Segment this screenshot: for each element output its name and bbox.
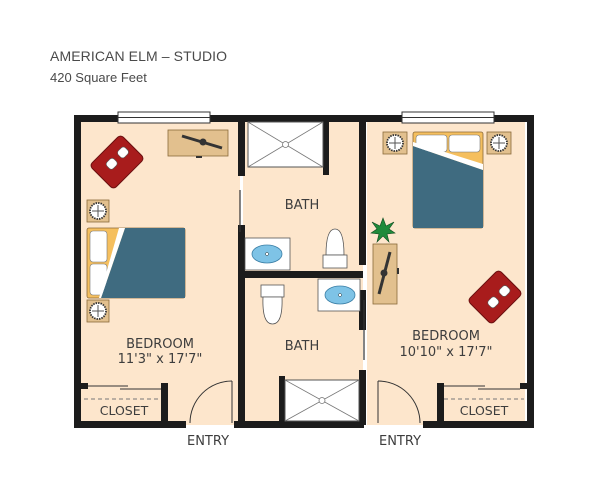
bedroom-left-dimensions: 11'3" x 17'7" [118, 352, 203, 367]
sink-bottom [317, 278, 361, 312]
entry-left-label: ENTRY [187, 434, 229, 449]
toilet-bottom [260, 284, 285, 325]
desk-right [372, 243, 399, 305]
nightstand-right-right [486, 131, 512, 155]
interior-walls [80, 120, 528, 425]
sink-top [244, 237, 291, 271]
entry-door-left[interactable] [189, 380, 233, 424]
bedroom-right-dimensions: 10'10" x 17'7" [400, 345, 493, 360]
entry-right-label: ENTRY [379, 434, 421, 449]
outer-walls [74, 115, 534, 428]
shower-top [247, 121, 324, 168]
armchair-right [468, 270, 522, 324]
closet-left-label: CLOSET [100, 403, 149, 418]
window-right [401, 111, 495, 124]
toilet-top [322, 228, 348, 269]
bed-right [412, 131, 484, 229]
pocket-doors [239, 190, 365, 360]
bedroom-right-label: BEDROOM [412, 329, 480, 344]
floorplan-area: 420 Square Feet [50, 70, 147, 85]
bath-top-label: BATH [285, 198, 320, 213]
window-left [117, 111, 211, 124]
entry-door-right[interactable] [377, 380, 421, 424]
floorplan-title: AMERICAN ELM – STUDIO [50, 48, 228, 64]
closet-right-doors [444, 385, 524, 400]
bed-left [86, 227, 186, 299]
bedroom-left-label: BEDROOM [126, 337, 194, 352]
desk-left [167, 129, 229, 158]
nightstand-left-bottom [86, 299, 110, 323]
nightstand-left-top [86, 199, 110, 223]
closet-right-label: CLOSET [460, 403, 509, 418]
shower-bottom [284, 379, 360, 422]
nightstand-right-left [382, 131, 408, 155]
closet-left-doors [84, 385, 161, 400]
bath-bottom-label: BATH [285, 339, 320, 354]
plant [370, 217, 396, 243]
armchair-left [90, 135, 144, 189]
